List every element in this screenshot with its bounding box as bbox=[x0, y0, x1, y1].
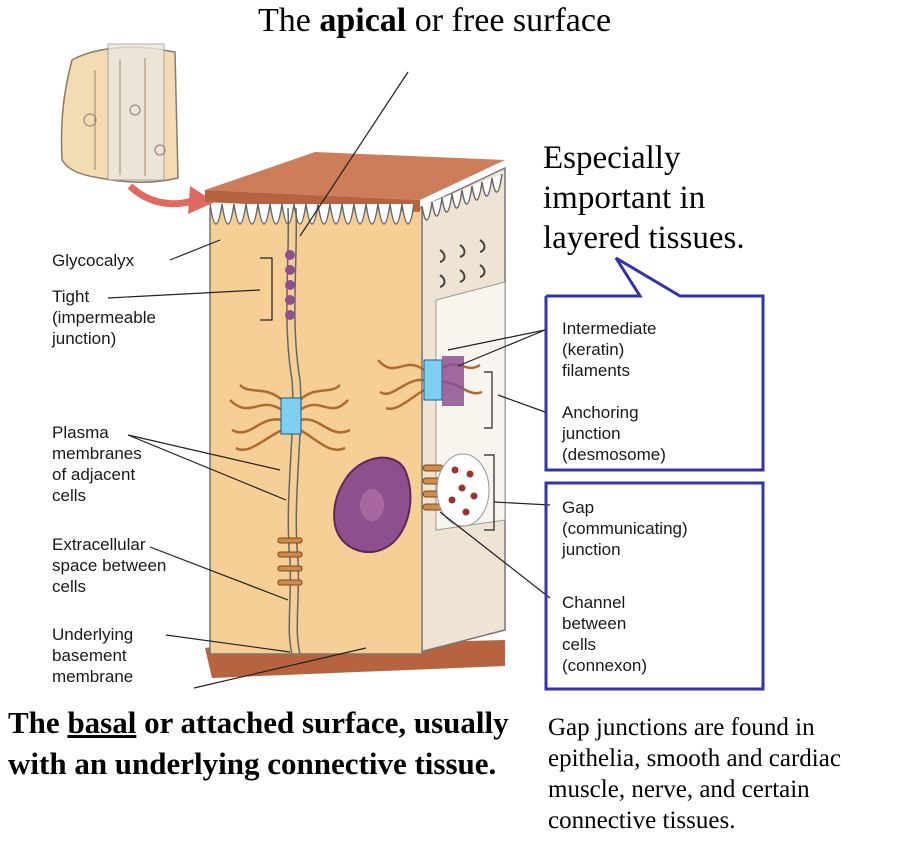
label-glycocalyx: Glycocalyx bbox=[52, 250, 134, 271]
inset-tissue-sketch bbox=[61, 44, 178, 182]
page-title: The apical or free surface bbox=[258, 2, 611, 40]
gap-junction-note: Gap junctions are found in epithelia, sm… bbox=[548, 712, 908, 836]
label-intermediate-filaments: Intermediate(keratin)filaments bbox=[562, 318, 657, 381]
layered-tissues-note: Especially important in layered tissues. bbox=[543, 138, 843, 258]
label-gap-junction: Gap(communicating)junction bbox=[562, 497, 688, 560]
cell-front-face bbox=[210, 208, 422, 654]
basal-surface-note: The basal or attached surface, usually w… bbox=[8, 702, 528, 784]
pointer-arrow bbox=[130, 186, 215, 214]
